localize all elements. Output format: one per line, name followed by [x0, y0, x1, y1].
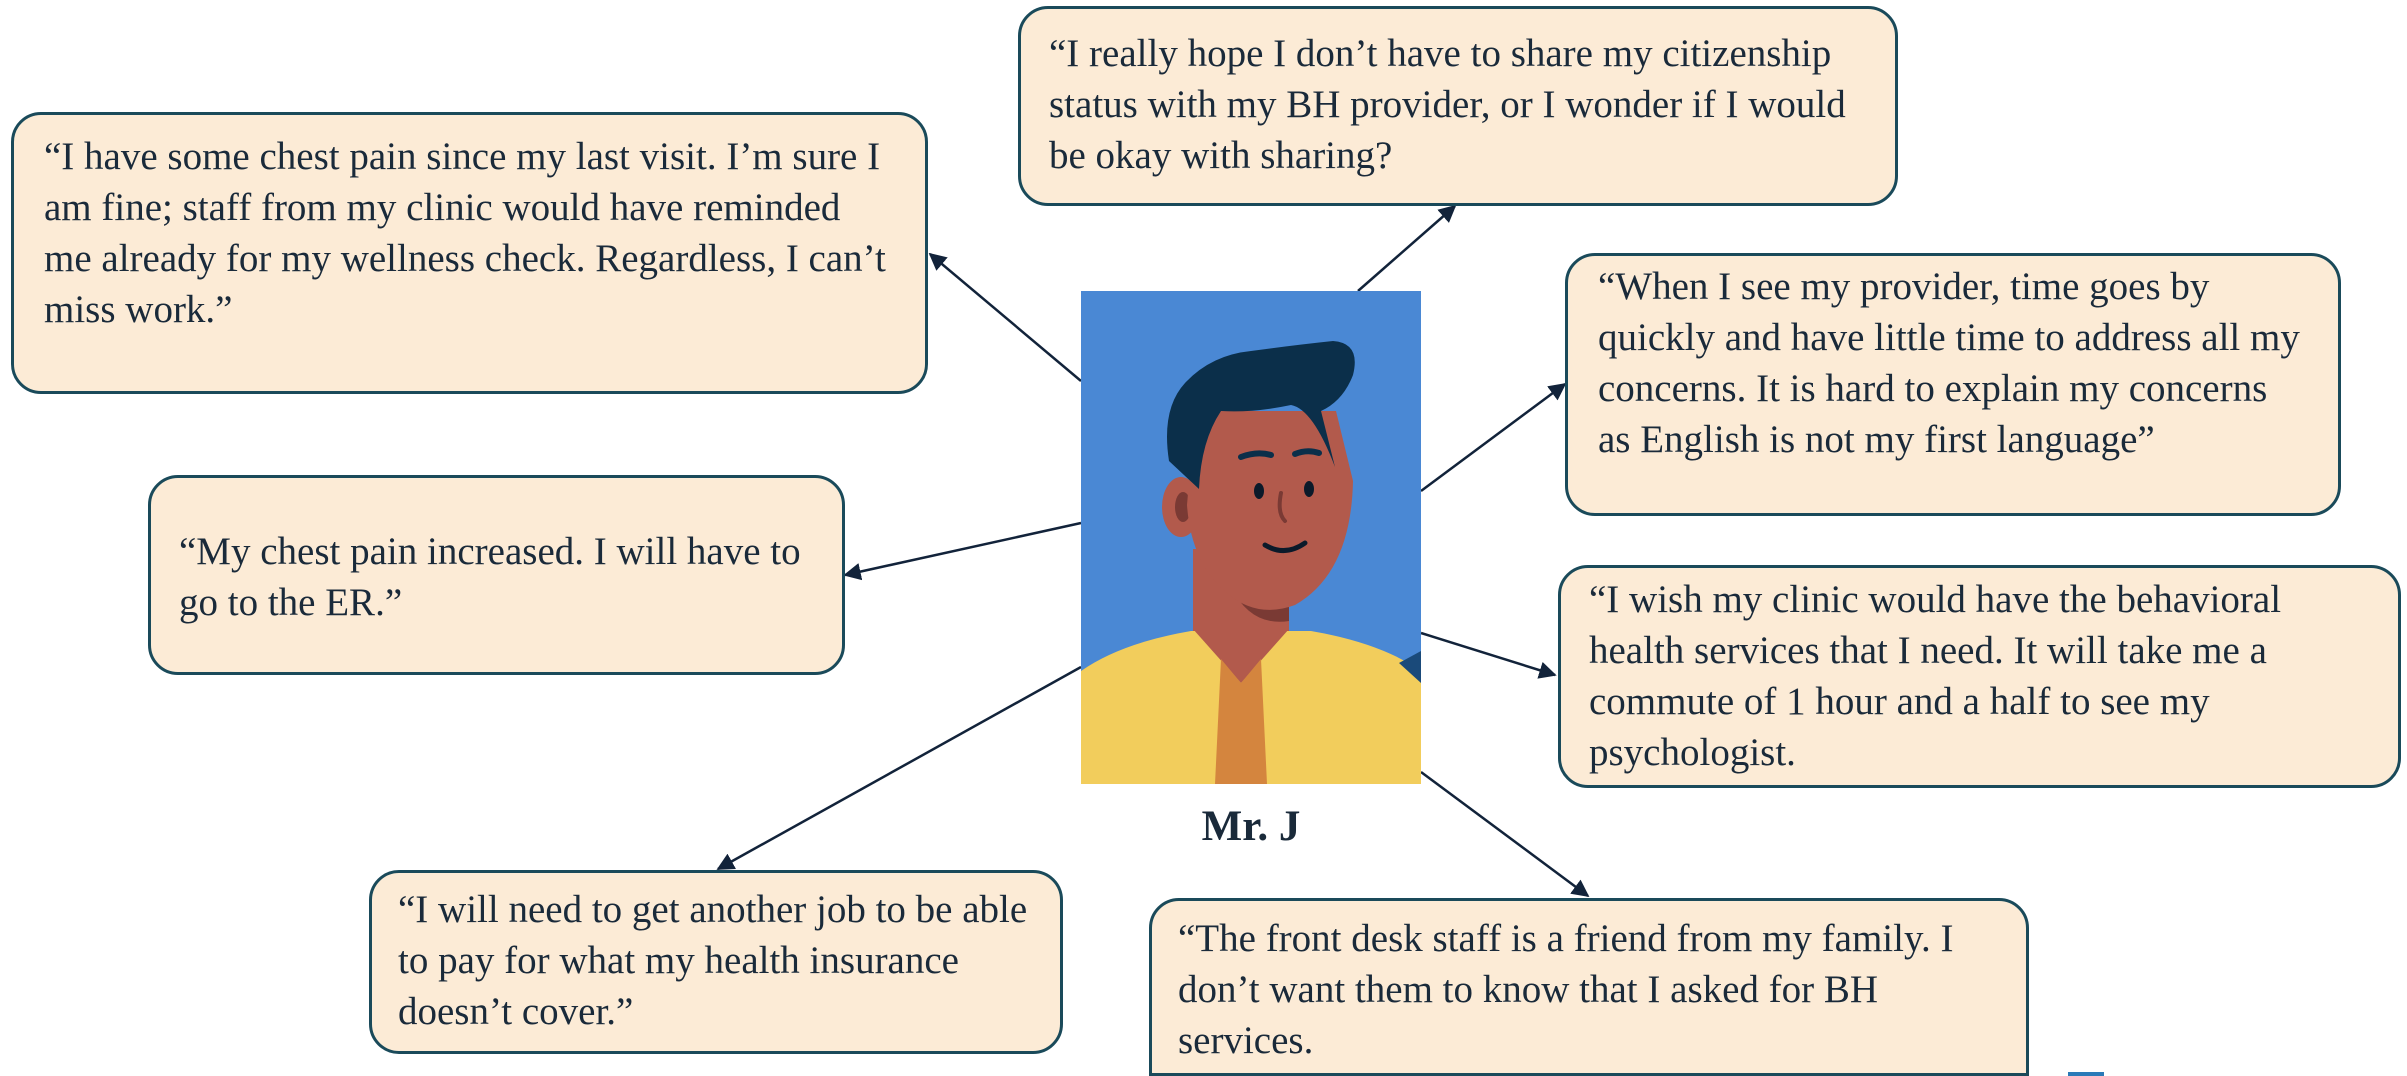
- quote-provider-time-text: “When I see my provider, time goes by qu…: [1598, 265, 2300, 461]
- quote-bh-services-text: “I wish my clinic would have the behavio…: [1589, 578, 2282, 774]
- arrow-to-front-desk: [1420, 770, 1590, 898]
- arrow-to-job: [716, 665, 1082, 871]
- arrow-to-citizenship: [1357, 204, 1457, 292]
- mr-j-portrait: [1081, 291, 1421, 784]
- quote-chest-pain-text: “I have some chest pain since my last vi…: [44, 135, 886, 331]
- quote-front-desk: “The front desk staff is a friend from m…: [1149, 898, 2029, 1076]
- quote-bh-services: “I wish my clinic would have the behavio…: [1558, 565, 2401, 788]
- quote-citizenship: “I really hope I don’t have to share my …: [1018, 6, 1898, 206]
- quote-front-desk-text: “The front desk staff is a friend from m…: [1178, 917, 1954, 1062]
- quote-citizenship-text: “I really hope I don’t have to share my …: [1049, 32, 1846, 177]
- arrow-to-er: [843, 521, 1082, 581]
- arrow-to-provider-time: [1420, 382, 1567, 493]
- quote-provider-time: “When I see my provider, time goes by qu…: [1565, 253, 2341, 516]
- quote-chest-pain: “I have some chest pain since my last vi…: [11, 112, 928, 394]
- person-name-label: Mr. J: [1201, 803, 1301, 850]
- quote-er-text: “My chest pain increased. I will have to…: [179, 530, 801, 624]
- quote-er: “My chest pain increased. I will have to…: [148, 475, 845, 675]
- arrow-to-chest-pain: [928, 252, 1082, 382]
- corner-accent: [2068, 1072, 2104, 1076]
- arrow-to-bh-services: [1420, 631, 1557, 679]
- quote-job: “I will need to get another job to be ab…: [369, 870, 1063, 1054]
- quote-job-text: “I will need to get another job to be ab…: [398, 888, 1028, 1033]
